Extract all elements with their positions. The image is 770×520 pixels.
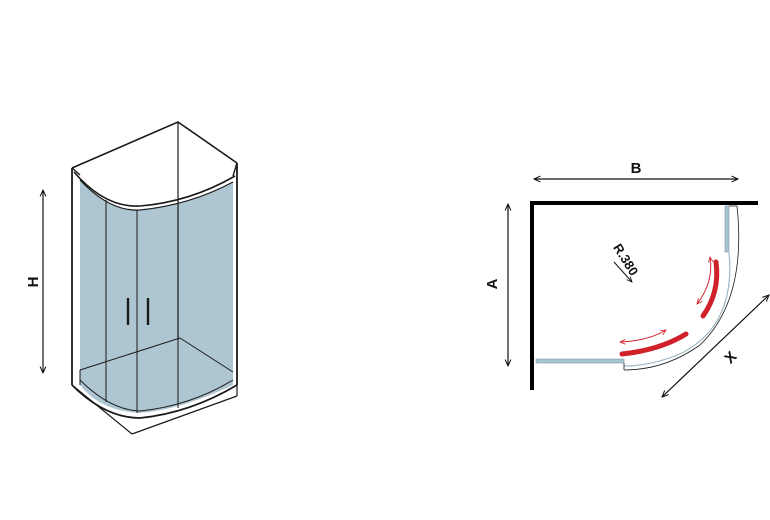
isometric-view: H xyxy=(25,121,238,435)
base-edge xyxy=(131,395,238,435)
wall-corner xyxy=(530,201,758,390)
sliding-door-left xyxy=(619,331,689,357)
depth-label: A xyxy=(484,278,501,289)
sliding-arrow-left xyxy=(620,330,666,342)
diagonal-dimension-line xyxy=(662,295,769,397)
back-frame xyxy=(71,121,238,169)
sliding-arrow-right xyxy=(697,257,711,304)
fixed-glass-panel-right xyxy=(724,205,730,253)
radius-arrow xyxy=(613,261,632,282)
top-curved-rail xyxy=(73,171,236,207)
height-label: H xyxy=(25,277,42,288)
curved-glass-panel xyxy=(80,180,233,413)
sliding-door-right xyxy=(700,259,720,319)
base-edge xyxy=(71,384,133,435)
fixed-glass-panel-left xyxy=(535,358,625,364)
diagonal-label: X xyxy=(721,348,740,367)
width-label: B xyxy=(631,160,642,177)
plan-view: B A R.380 X xyxy=(484,160,769,397)
radius-label: R.380 xyxy=(610,241,641,278)
